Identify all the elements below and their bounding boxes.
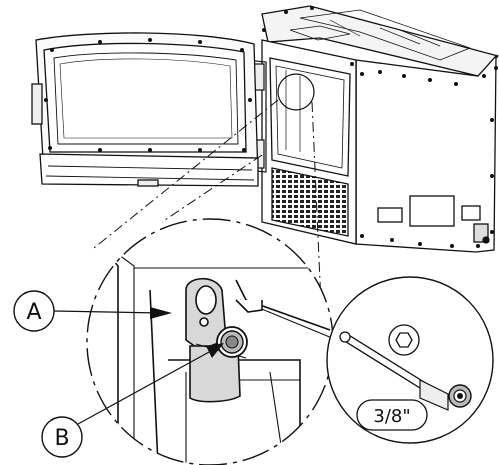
wrench-size-label: 3/8" [373, 406, 410, 427]
socket-wrench-icon [339, 331, 472, 411]
hexagon-bolt-icon [388, 324, 420, 356]
callout-a: A [13, 290, 172, 332]
stove-door [31, 32, 259, 187]
stove-body [261, 5, 499, 253]
callout-b: B [41, 343, 224, 458]
hinge-detail-view [86, 218, 334, 465]
callout-a-label: A [26, 300, 41, 325]
hinge-highlight-circle [277, 73, 315, 111]
callout-b-label: B [54, 426, 69, 451]
wrench-size-badge: 3/8" [356, 399, 428, 431]
